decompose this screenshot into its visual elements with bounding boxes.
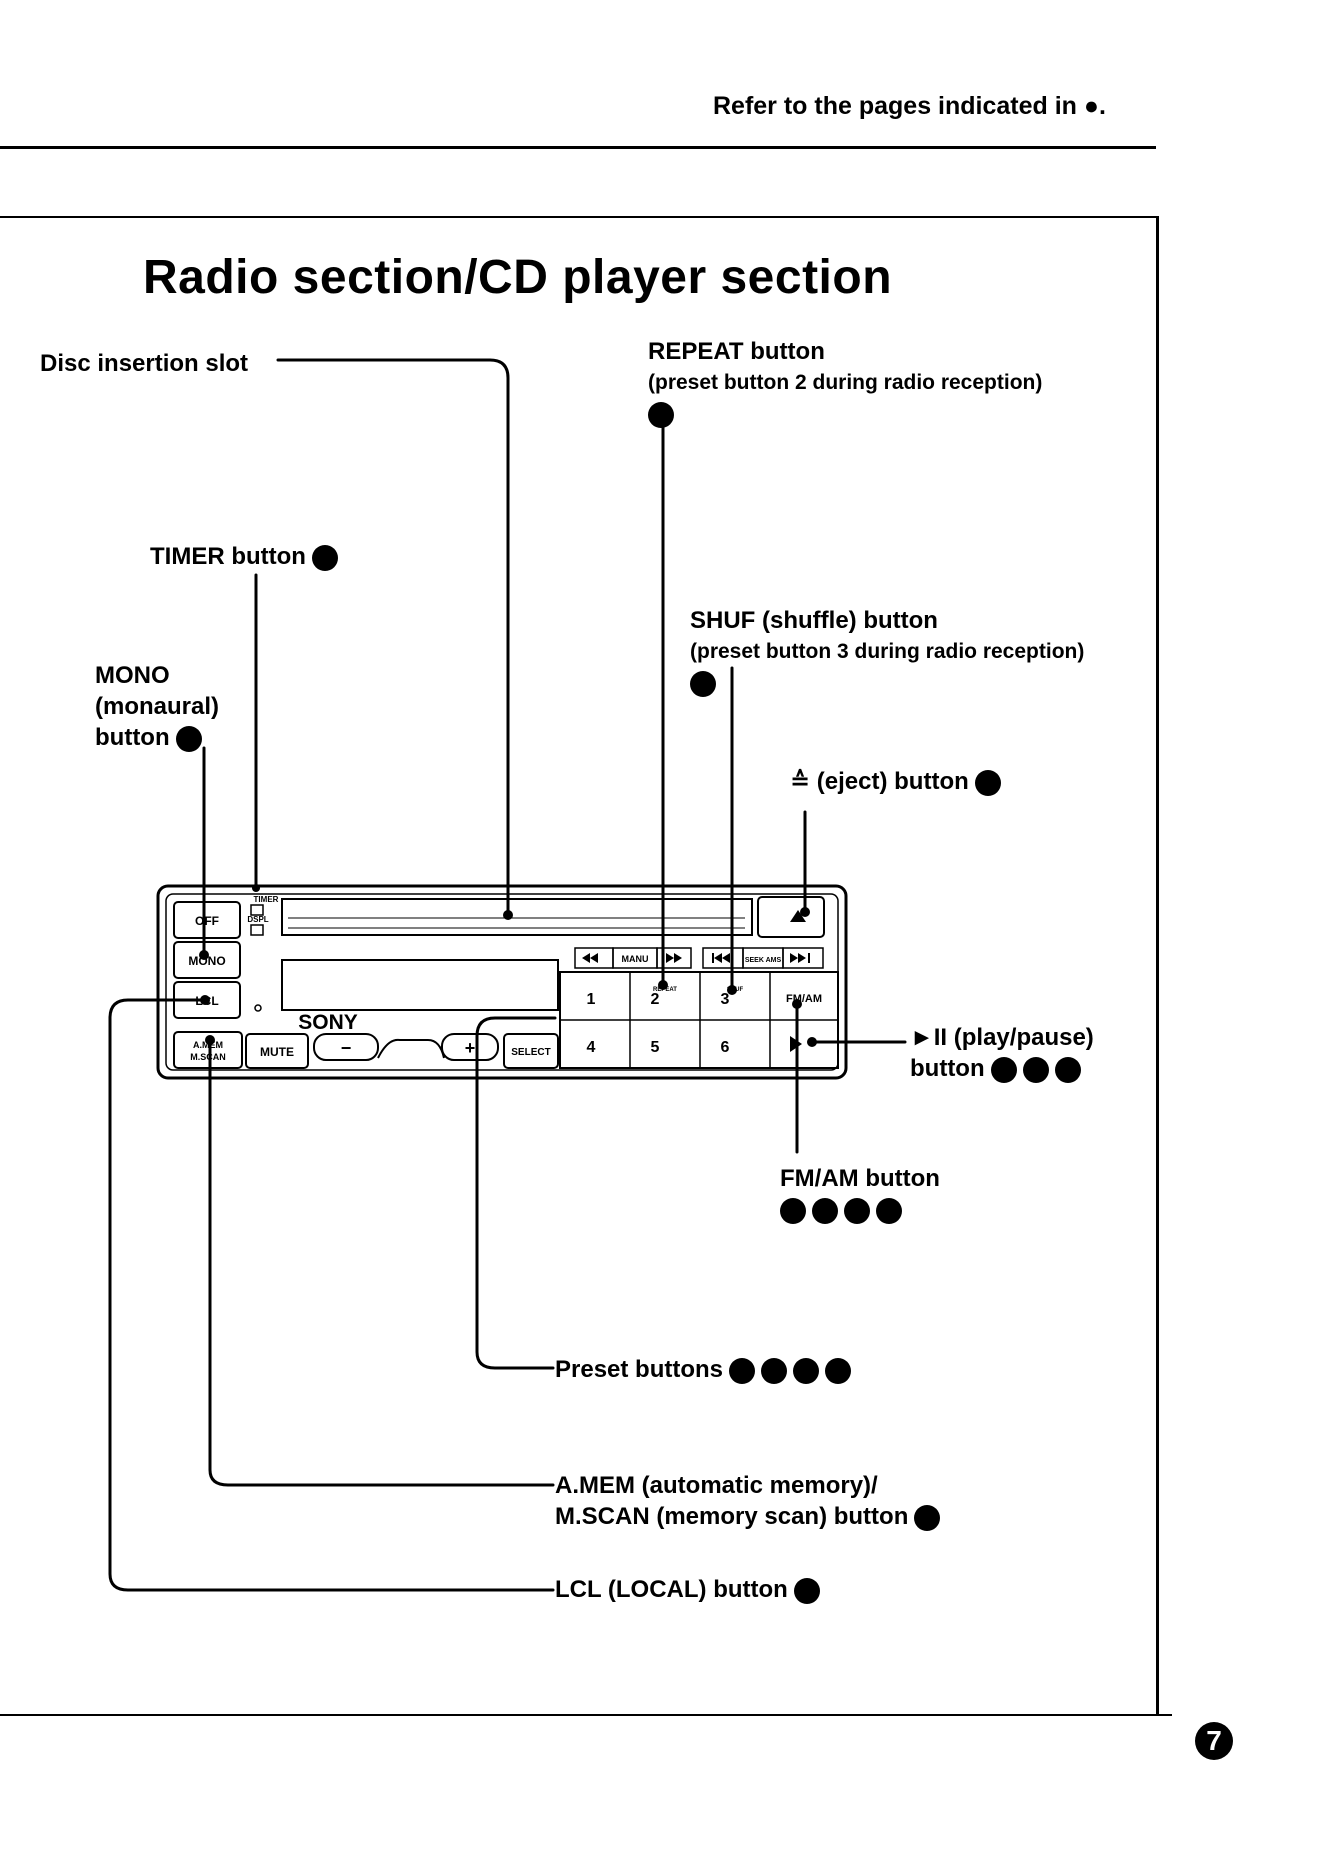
- page-ref-dot: [793, 1577, 820, 1604]
- dspl-button: [250, 924, 264, 936]
- unit-lcl-label: LCL: [195, 994, 218, 1008]
- page-ref-dot: [690, 670, 716, 697]
- page-ref-dot: [780, 1197, 806, 1224]
- unit-mscan-label: M.SCAN: [190, 1052, 226, 1062]
- page-ref-dot: [812, 1197, 838, 1224]
- preset-4: 4: [587, 1039, 596, 1056]
- label-shuf: SHUF (shuffle) button (preset button 3 d…: [690, 605, 1084, 698]
- page-number: 7: [1195, 1722, 1233, 1760]
- page-ref-dot: [648, 401, 674, 428]
- unit-select-label: SELECT: [511, 1047, 550, 1058]
- device-outline: [156, 884, 848, 1080]
- unit-dspl-label: DSPL: [247, 915, 268, 924]
- leader-lcl: [108, 998, 555, 1592]
- label-lcl: LCL (LOCAL) button: [555, 1574, 820, 1605]
- page-ref-dot: [990, 1056, 1017, 1083]
- label-repeat: REPEAT button (preset button 2 during ra…: [648, 336, 1042, 429]
- page-ref-dot: [844, 1197, 870, 1224]
- preset-1: 1: [587, 991, 596, 1008]
- off-button: [173, 901, 241, 939]
- eject-button: [757, 896, 825, 938]
- label-preset: Preset buttons: [555, 1354, 852, 1385]
- volume-minus-button: [313, 1033, 379, 1061]
- unit-amem-label: A.MEM: [193, 1040, 223, 1050]
- lcl-button: [173, 981, 241, 1019]
- unit-minus-label: −: [341, 1038, 352, 1058]
- page-ref-dot: [1022, 1056, 1049, 1083]
- page-title: Radio section/CD player section: [143, 251, 893, 304]
- page-ref-dot: [175, 725, 202, 752]
- label-eject: ≙ (eject) button: [790, 766, 1001, 797]
- preset-5: 5: [651, 1039, 660, 1056]
- leader-preset: [475, 1016, 557, 1370]
- unit-seek-label: SEEK AMS: [745, 957, 782, 964]
- preset-6: 6: [721, 1039, 730, 1056]
- page-ref-dot: [793, 1357, 820, 1384]
- page-ref-dot: [761, 1357, 788, 1384]
- page-ref-dot: [825, 1357, 852, 1384]
- page-ref-dot: [729, 1357, 756, 1384]
- label-fmam: FM/AM button: [780, 1163, 940, 1225]
- label-mono: MONO (monaural) button: [95, 662, 220, 752]
- unit-brand: SONY: [298, 1011, 358, 1034]
- unit-fmam-label: FM/AM: [786, 993, 822, 1005]
- display-window: [281, 959, 559, 1011]
- leader-disc-slot: [276, 358, 510, 917]
- leader-amem: [208, 1038, 555, 1487]
- preset-2: 2: [651, 991, 660, 1008]
- unit-manu-label: MANU: [622, 954, 649, 964]
- label-play-pause: ►II (play/pause) button: [910, 1024, 1094, 1083]
- unit-repeat-label: REPEAT: [653, 987, 677, 993]
- unit-timer-label: TIMER: [254, 895, 279, 904]
- unit-plus-label: +: [465, 1038, 476, 1058]
- preset-3: 3: [721, 991, 730, 1008]
- frame-right: [1156, 216, 1159, 1716]
- unit-mute-label: MUTE: [260, 1045, 294, 1059]
- label-timer: TIMER button: [150, 541, 338, 572]
- label-amem: A.MEM (automatic memory)/ M.SCAN (memory…: [555, 1470, 941, 1532]
- unit-off-label: OFF: [195, 914, 219, 928]
- timer-button: [250, 904, 264, 916]
- select-button: [503, 1033, 559, 1069]
- page-ref-dot: [1054, 1056, 1081, 1083]
- page-ref-dot: [311, 544, 338, 571]
- unit-mono-label: MONO: [188, 954, 225, 968]
- page-ref-dot: [974, 769, 1001, 796]
- label-disc-slot: Disc insertion slot: [40, 350, 249, 377]
- volume-plus-button: [441, 1033, 499, 1061]
- amem-button: [173, 1031, 243, 1069]
- unit-shuf-label: SHUF: [727, 987, 744, 993]
- mute-button: [245, 1033, 309, 1069]
- page-reference-note: Refer to the pages indicated in ●.: [713, 92, 1106, 120]
- disc-slot: [281, 898, 753, 936]
- frame-top: [0, 216, 1158, 218]
- page-ref-dot: [914, 1504, 941, 1531]
- header-rule: [0, 146, 1156, 149]
- frame-bottom: [0, 1714, 1172, 1716]
- page-ref-dot: [876, 1197, 902, 1224]
- mono-button: [173, 941, 241, 979]
